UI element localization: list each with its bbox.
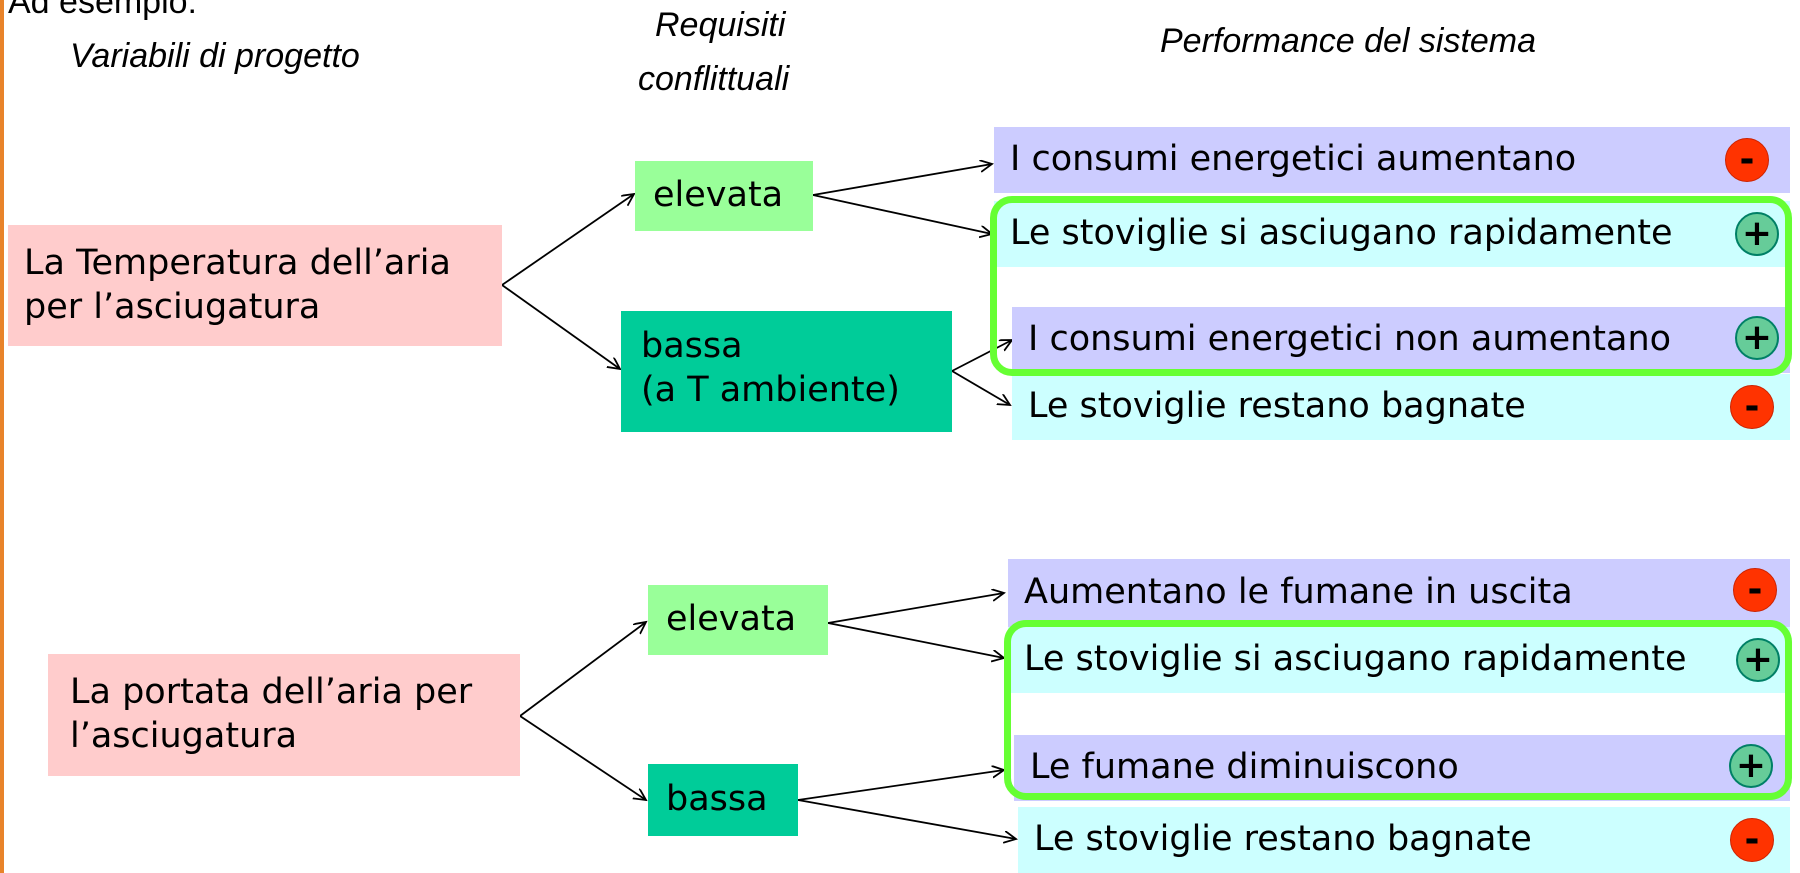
minus-sign-icon: - (1730, 818, 1774, 862)
highlight-frame (990, 196, 1792, 376)
result-row: Aumentano le fumane in uscita (1008, 559, 1790, 627)
variable-line2: per l’asciugatura (24, 286, 321, 327)
minus-sign-icon: - (1733, 568, 1777, 612)
arrow-high2-to-res2 (827, 622, 1004, 658)
arrow-low1-to-res4 (951, 370, 1010, 405)
highlight-frame (1004, 620, 1792, 800)
result-row: Le stoviglie si asciugano rapidamente (1008, 627, 1790, 693)
result-text: I consumi energetici aumentano (1010, 139, 1577, 180)
arrow-high1-to-res1 (812, 164, 992, 196)
result-row: Le stoviglie si asciugano rapidamente (994, 201, 1790, 267)
requirement-low-box: bassa (a T ambiente) (621, 311, 952, 432)
requirement-high-label: elevata (653, 175, 784, 216)
result-row: I consumi energetici non aumentano (1012, 307, 1790, 373)
minus-sign-icon: - (1730, 385, 1774, 429)
arrow-var1-to-high (501, 194, 634, 286)
arrow-var1-to-low (501, 284, 620, 369)
minus-sign-icon: - (1725, 138, 1769, 182)
requirement-low-label: bassa (666, 779, 768, 820)
left-accent-bar (0, 0, 4, 873)
variable-line1: La Temperatura dell’aria (24, 242, 451, 283)
result-row: Le fumane diminuiscono (1014, 735, 1790, 801)
arrow-low2-to-res4 (797, 799, 1016, 839)
requirement-high-label: elevata (666, 599, 797, 640)
arrow-low1-to-res3 (951, 340, 1012, 372)
plus-sign-icon: + (1729, 744, 1773, 788)
result-text: Le stoviglie restano bagnate (1034, 819, 1532, 860)
variable-line2: l’asciugatura (70, 716, 298, 756)
result-text: Le stoviglie si asciugano rapidamente (1010, 213, 1673, 254)
arrow-low2-to-res3 (797, 770, 1004, 801)
header-variables: Variabili di progetto (70, 37, 360, 75)
plus-sign-icon: + (1735, 316, 1779, 360)
arrow-high2-to-res1 (827, 593, 1004, 624)
header-requirements-line1: Requisiti (655, 6, 786, 44)
arrow-high1-to-res2 (812, 194, 992, 234)
arrow-var2-to-low (519, 715, 646, 800)
requirement-low-line1: bassa (641, 326, 743, 366)
arrow-var2-to-high (519, 622, 646, 717)
variable-box-temperature: La Temperatura dell’aria per l’asciugatu… (8, 225, 502, 346)
requirement-low-line2: (a T ambiente) (641, 369, 900, 410)
requirement-high-box: elevata (635, 161, 813, 231)
plus-sign-icon: + (1736, 638, 1780, 682)
header-requirements-line2: conflittuali (638, 60, 790, 98)
variable-box-airflow: La portata dell’aria per l’asciugatura (48, 654, 520, 776)
result-text: Aumentano le fumane in uscita (1024, 572, 1573, 613)
result-row: Le stoviglie restano bagnate (1012, 374, 1790, 440)
requirement-low-box: bassa (648, 764, 798, 836)
plus-sign-icon: + (1735, 212, 1779, 256)
result-text: Le stoviglie si asciugano rapidamente (1024, 639, 1687, 680)
intro-text: Ad esempio: (8, 0, 197, 21)
requirement-high-box: elevata (648, 585, 828, 655)
result-row: I consumi energetici aumentano (994, 127, 1790, 193)
variable-line1: La portata dell’aria per (70, 672, 473, 713)
header-performance: Performance del sistema (1160, 22, 1537, 60)
result-row: Le stoviglie restano bagnate (1018, 807, 1790, 873)
result-text: Le stoviglie restano bagnate (1028, 386, 1526, 427)
result-text: Le fumane diminuiscono (1030, 747, 1459, 788)
result-text: I consumi energetici non aumentano (1028, 319, 1672, 360)
